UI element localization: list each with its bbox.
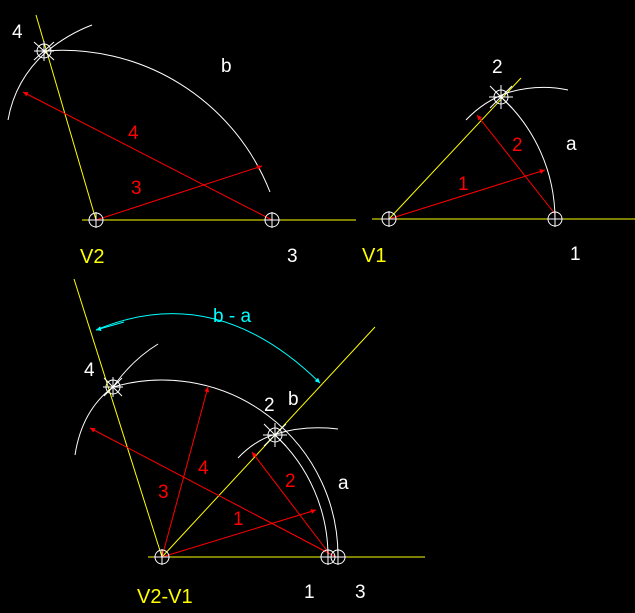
point-marker-2-bottom — [263, 423, 287, 447]
arc-a — [500, 96, 556, 220]
label-point-3-bottom: 3 — [355, 582, 366, 603]
label-point-1-bottom: 1 — [304, 582, 315, 603]
vector-3-arrow-bottom — [161, 386, 210, 558]
label-point-2: 2 — [492, 57, 503, 78]
label-point-4: 4 — [12, 22, 23, 43]
label-point-1: 1 — [570, 244, 581, 265]
arc-b — [43, 49, 271, 193]
ray-v1-point-2 — [388, 77, 522, 220]
label-vector-4-bottom: 4 — [198, 458, 209, 479]
point-marker-4 — [33, 41, 55, 61]
construction-arc-v1 — [465, 86, 569, 121]
origin-marker-v2-v1 — [154, 549, 170, 565]
label-vector-2-bottom: 2 — [285, 471, 296, 492]
origin-marker-v1 — [381, 211, 397, 227]
label-point-2-bottom: 2 — [264, 395, 275, 416]
label-origin-v2: V2 — [80, 246, 104, 268]
label-origin-v1: V1 — [362, 245, 386, 267]
arc-a-combined — [274, 434, 329, 558]
vector-1-arrow-bottom — [161, 509, 317, 558]
vector-2-arrow — [476, 114, 556, 215]
vector-4-arrow-bottom — [89, 427, 337, 558]
label-point-3: 3 — [287, 246, 298, 267]
top-right-diagram: 2 a 2 1 V1 1 — [362, 57, 635, 267]
label-arc-a: a — [566, 134, 577, 155]
ray-v2-point-4 — [35, 14, 97, 221]
label-arc-b: b — [221, 56, 232, 77]
point-marker-4-bottom — [103, 377, 123, 397]
point-marker-3 — [264, 212, 280, 228]
point-marker-2 — [489, 85, 513, 109]
vector-1-arrow — [388, 169, 546, 220]
point-marker-1 — [547, 211, 563, 227]
label-vector-3: 3 — [131, 178, 142, 199]
construction-arc-v2 — [7, 24, 93, 121]
vector-3-arrow — [95, 165, 263, 221]
arc-b-combined — [112, 379, 339, 558]
point-marker-3-bottom — [330, 549, 346, 565]
origin-marker-v2 — [88, 212, 104, 228]
bottom-diagram: b - a 4 2 b a 4 3 2 1 V2-V1 1 3 — [73, 278, 425, 608]
vector-4-arrow — [22, 91, 273, 221]
label-point-4-bottom: 4 — [84, 360, 95, 381]
label-vector-4: 4 — [128, 123, 139, 144]
angle-dimension-arc — [95, 313, 321, 384]
label-origin-v2-v1: V2-V1 — [137, 586, 193, 608]
angle-dimension-start-arrow — [95, 321, 125, 332]
vector-2-arrow-bottom — [251, 451, 329, 553]
label-vector-3-bottom: 3 — [158, 482, 169, 503]
label-vector-1-bottom: 1 — [233, 509, 244, 530]
label-arc-a-bottom: a — [338, 473, 349, 494]
label-vector-1: 1 — [458, 174, 469, 195]
top-left-diagram: 4 b 4 3 V2 3 — [7, 14, 356, 268]
ray-to-point-4 — [73, 278, 163, 558]
label-arc-b-bottom: b — [288, 389, 299, 410]
label-vector-2: 2 — [512, 135, 523, 156]
label-angle-b-minus-a: b - a — [213, 306, 251, 327]
